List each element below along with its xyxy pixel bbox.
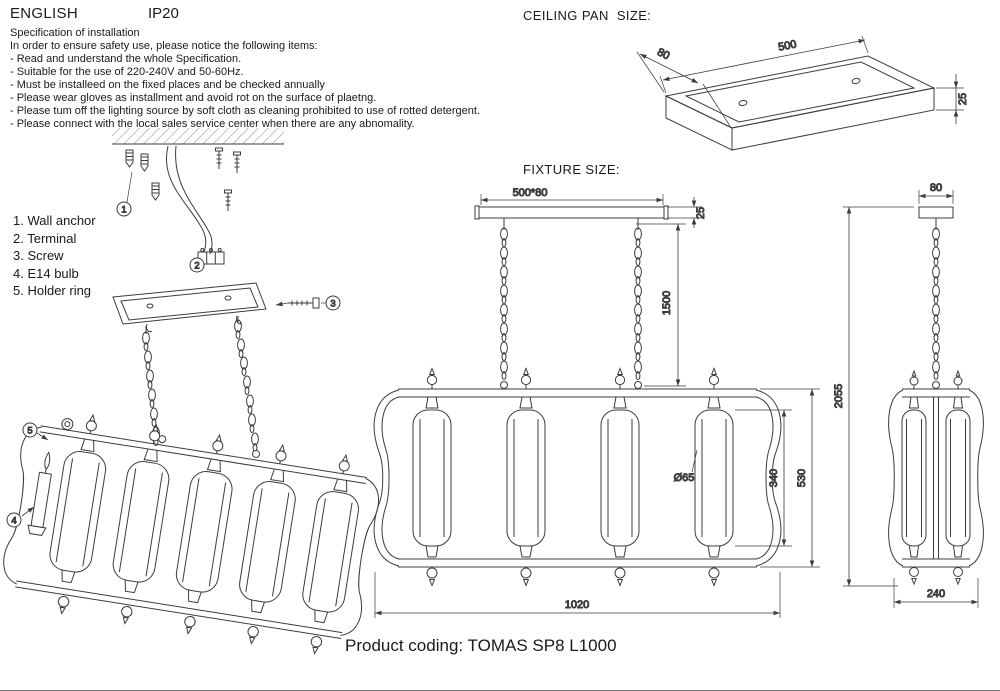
canopy-size-label: 500*80 [513, 187, 548, 199]
callout-3-number: 3 [330, 298, 335, 309]
front-chains [500, 218, 642, 389]
side-chain [932, 218, 940, 389]
glass-cylinder [230, 441, 304, 648]
front-dim-canopy-thickness: 25 [667, 197, 708, 228]
spec-item: - Suitable for the use of 220-240V and 5… [10, 66, 244, 78]
front-dim-body-height: 530 [760, 388, 820, 568]
exploded-installation-view: 1 2 3 4 5 [0, 128, 383, 658]
product-coding: Product coding: TOMAS SP8 L1000 [345, 636, 617, 655]
part-item: 4. E14 bulb [13, 265, 79, 281]
part-item: 1. Wall anchor [13, 213, 96, 228]
pan-dim-thickness: 25 [936, 74, 970, 124]
glass-cylinder [901, 370, 927, 585]
ceiling-hatch [112, 128, 284, 145]
spec-item: - Please connect with the local sales se… [10, 118, 415, 130]
side-cylinders [901, 370, 971, 585]
glass-cylinder [103, 421, 178, 628]
spec-item: - Read and understand the whole Specific… [10, 53, 242, 65]
callout-4-number: 4 [11, 515, 16, 526]
pan-dim-length: 500 [659, 35, 869, 94]
part-item: 3. Screw [13, 248, 64, 263]
side-canopy-width-label: 80 [930, 182, 942, 194]
pan-body [664, 55, 936, 151]
overall-width-label: 1020 [565, 599, 589, 611]
pan-length-label: 500 [777, 38, 797, 53]
shade-diameter-label: Ø65 [674, 472, 695, 484]
glass-cylinder [40, 411, 115, 618]
overall-height-label: 2055 [833, 384, 845, 408]
front-dim-chain: 1500 [636, 223, 686, 387]
ip-rating-label: IP20 [148, 5, 179, 22]
chain-length-label: 1500 [661, 291, 673, 315]
side-elevation-drawing: 80 [833, 182, 984, 608]
parts-list: 1. Wall anchor 2. Terminal 3. Screw 4. E… [13, 212, 96, 300]
spec-item: - Must be installeed on the fixed places… [10, 79, 325, 91]
front-canopy [474, 205, 669, 220]
side-dim-canopy-width: 80 [918, 182, 954, 204]
mounting-plate [112, 282, 267, 333]
callout-2-number: 2 [194, 260, 199, 271]
front-dim-shade-height: 340 [735, 409, 792, 547]
screw-icons [215, 147, 241, 212]
front-dim-canopy: 500*80 [480, 187, 664, 205]
shade-height-label: 340 [768, 469, 780, 487]
chandelier-tilted [0, 411, 383, 658]
front-dim-shade-diameter: Ø65 [673, 449, 698, 485]
side-canopy [918, 206, 954, 219]
front-frame [373, 388, 782, 568]
callout-4: 4 [6, 506, 35, 528]
frame-scroll-right [340, 477, 383, 639]
side-depth-label: 240 [927, 588, 945, 600]
side-dim-overall-height: 2055 [833, 206, 914, 587]
frame-scroll-left [0, 423, 43, 585]
spec-intro: In order to ensure safety use, please no… [10, 40, 318, 52]
side-frame [888, 388, 984, 568]
glass-cylinder [412, 368, 452, 586]
hanging-chains-exploded [142, 316, 259, 453]
wall-anchor-icons [125, 149, 160, 201]
callout-5-number: 5 [27, 425, 32, 436]
glass-cylinder [945, 370, 971, 585]
pan-width-label: 80 [655, 46, 671, 62]
ceiling-pan-title: CEILING PAN SIZE: [523, 8, 652, 23]
callout-1-number: 1 [121, 204, 126, 215]
part-item: 2. Terminal [13, 230, 77, 246]
candle-bulb [27, 451, 52, 536]
specification-block: Specification of installation In order t… [10, 27, 480, 131]
glass-cylinder [694, 368, 734, 586]
glass-cylinder [506, 368, 546, 586]
callout-1: 1 [116, 171, 133, 217]
spec-title: Specification of installation [10, 27, 140, 39]
callout-3: 3 [321, 295, 341, 311]
front-dim-overall-width: 1020 [374, 572, 781, 618]
power-wires [166, 145, 213, 255]
side-dim-depth: 240 [893, 578, 979, 608]
spec-item: - Please wear gloves as installment and … [10, 92, 377, 104]
glass-cylinder [166, 431, 241, 638]
callout-5: 5 [22, 422, 49, 441]
canopy-thickness-label: 25 [695, 207, 707, 219]
holder-ring [61, 418, 74, 431]
front-elevation-drawing: 500*80 25 [373, 187, 820, 618]
ceiling-pan-drawing: 80 500 25 [636, 35, 970, 151]
fixture-size-title: FIXTURE SIZE: [523, 162, 620, 177]
plate-screw [275, 297, 320, 309]
body-height-label: 530 [796, 469, 808, 487]
glass-cylinder [600, 368, 640, 586]
part-item: 5. Holder ring [13, 283, 92, 298]
callout-2: 2 [189, 257, 205, 273]
language-label: ENGLISH [10, 5, 78, 22]
spec-item: - Please tum off the lighting source by … [10, 105, 481, 117]
pan-thickness-label: 25 [957, 93, 969, 105]
